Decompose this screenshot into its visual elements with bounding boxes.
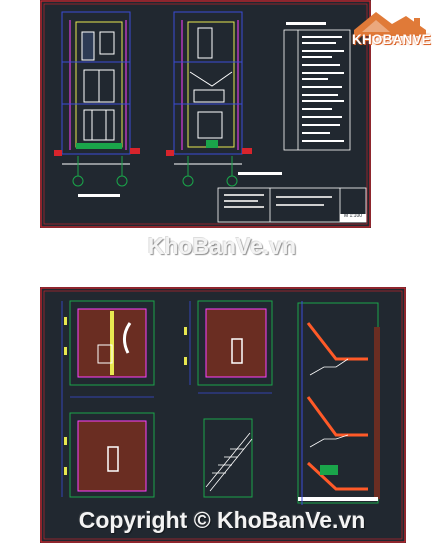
sheet-scale-stamp: M 1:100 <box>343 213 363 219</box>
watermark-top: KhoBanVe.vn <box>147 233 297 259</box>
elevation-drawing <box>40 0 371 228</box>
logo-text: KHOBANVE <box>352 32 431 47</box>
cad-sheet-bottom <box>40 287 406 543</box>
floor-plans-and-section-drawing <box>40 287 406 543</box>
cad-sheet-top: M 1:100 <box>40 0 371 228</box>
house-logo-icon <box>354 12 426 36</box>
